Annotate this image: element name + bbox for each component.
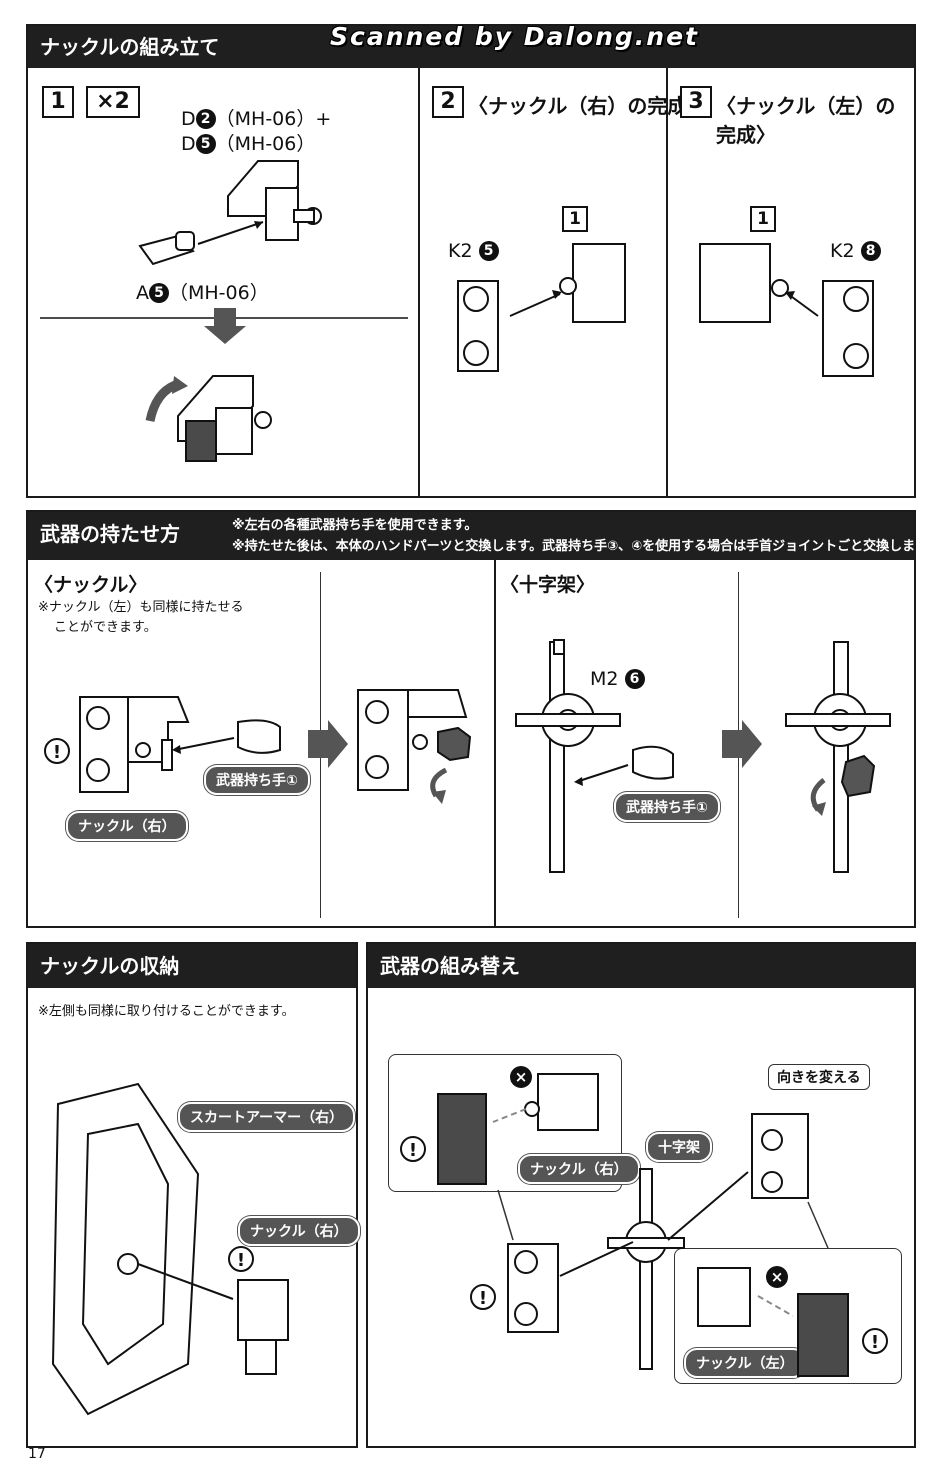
storage-note: ※左側も同様に取り付けることができます。: [38, 1004, 295, 1019]
knuckle-part-label: ナックル（右）: [66, 811, 188, 841]
divider: [494, 560, 496, 928]
part-letter: D: [181, 108, 196, 130]
page-number: 17: [28, 1446, 46, 1462]
part-letter: D: [181, 133, 196, 155]
callout-upper: [388, 1054, 622, 1192]
knuckle-note: ※ナックル（左）も同様に持たせる: [38, 600, 244, 615]
part-letter: A: [136, 282, 149, 304]
part-letter: K2: [830, 240, 855, 262]
part-code: （MH-06）: [215, 133, 316, 155]
part-number: 5: [478, 241, 499, 261]
section-title-text: ナックルの収納: [40, 954, 180, 978]
section-title: ナックルの収納: [28, 944, 356, 988]
step-number: 2: [432, 86, 464, 118]
caution-icon: !: [44, 738, 70, 764]
knuckle-illustration: [79, 689, 472, 804]
hand-label: 武器持ち手①: [614, 792, 720, 822]
section-title: 武器の組み替え: [368, 944, 914, 988]
part-number: 2: [195, 109, 216, 129]
caution-icon: !: [470, 1284, 496, 1310]
section-title-text: ナックルの組み立て: [40, 35, 220, 59]
cross-label: 十字架: [646, 1132, 712, 1162]
knuckle-heading: 〈ナックル〉: [34, 574, 148, 596]
note-line: ※左右の各種武器持ち手を使用できます。: [232, 518, 478, 533]
part-number: 8: [860, 241, 881, 261]
part-number: 5: [149, 283, 169, 303]
section-knuckle-storage: ナックルの収納 ※左側も同様に取り付けることができます。 スカートアーマー（右）…: [26, 942, 360, 1448]
step-title: 〈ナックル（右）の完成〉: [468, 94, 708, 118]
callout-lower: [674, 1248, 902, 1384]
x-icon: ×: [510, 1066, 532, 1088]
knuckle-label: ナックル（右）: [238, 1216, 360, 1246]
step-number: 1: [42, 86, 74, 118]
section-title: 武器の持たせ方: [28, 512, 914, 560]
part-letter: M2: [590, 668, 619, 690]
section-title: ナックルの組み立て: [28, 26, 914, 68]
swap-illustration: [437, 1073, 849, 1377]
step2-illustration: [457, 243, 626, 372]
step-ref: 1: [562, 206, 588, 232]
step-multiplier: ×2: [86, 86, 140, 118]
caution-icon: !: [862, 1328, 888, 1354]
knuckle-note: ことができます。: [54, 620, 157, 635]
part-number: 6: [624, 669, 645, 689]
storage-illustration: [51, 1082, 289, 1416]
caution-icon: !: [228, 1246, 254, 1272]
part-k2-label: K2 5: [448, 240, 499, 262]
section-title-text: 武器の持たせ方: [40, 522, 180, 546]
section-weapon-swap: 武器の組み替え ナックル（右） 十字架 向きを変える ナックル（左） × × !…: [366, 942, 916, 1448]
step3-illustration: [699, 243, 874, 377]
hand-label: 武器持ち手①: [204, 765, 310, 795]
cross-part-label: M2 6: [590, 668, 645, 690]
part-code: （MH-06）+: [215, 108, 332, 130]
watermark: Scanned by Dalong.net: [330, 22, 700, 51]
step-title: 〈ナックル（左）の完成〉: [716, 94, 896, 147]
divider: [418, 68, 420, 498]
step-number: 3: [680, 86, 712, 118]
part-k2-label: K2 8: [830, 240, 881, 262]
note-line: ※持たせた後は、本体のハンドパーツと交換します。武器持ち手③、④を使用する場合は…: [232, 539, 934, 554]
skirt-armor-label: スカートアーマー（右）: [178, 1102, 356, 1132]
step-ref: 1: [750, 206, 776, 232]
part-code: （MH-06）: [169, 282, 269, 304]
caution-icon: !: [400, 1136, 426, 1162]
turn-label: 向きを変える: [768, 1064, 870, 1090]
cross-illustration: [515, 639, 891, 873]
part-letter: K2: [448, 240, 473, 262]
section-weapon-holding: 武器の持たせ方 ※左右の各種武器持ち手を使用できます。 ※持たせた後は、本体のハ…: [26, 510, 934, 928]
divider: [666, 68, 668, 498]
section-title-text: 武器の組み替え: [380, 954, 520, 978]
part-number: 5: [195, 134, 216, 154]
step1-illustration: [40, 160, 408, 462]
x-icon: ×: [766, 1266, 788, 1288]
knuckle-right-label: ナックル（右）: [518, 1154, 640, 1184]
cross-heading: 〈十字架〉: [500, 574, 596, 596]
